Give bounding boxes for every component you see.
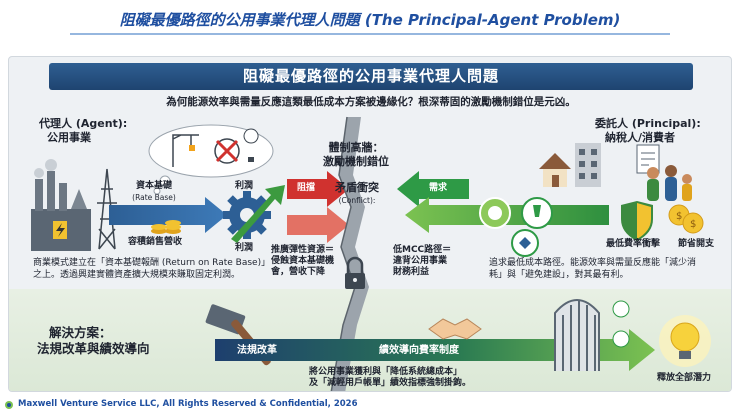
family-icon [647,165,692,201]
page-title: 阻礙最優路徑的公用事業代理人問題 (The Principal-Agent Pr… [119,11,621,29]
padlock-icon [345,256,365,289]
profit-top-label: 利潤 [235,181,254,191]
demand-response-icons [479,197,553,257]
svg-text:$: $ [690,219,696,230]
conflict-right-line2: 違背公用事業 [393,256,448,266]
demand-arrow-label: 需求 [429,183,448,193]
solution-note-line1: 將公用事業獲利與「降低系統總成本」 [309,367,463,377]
profit-bottom-label: 利潤 [235,243,254,253]
house-icon [539,153,571,187]
block-arrow-lower [287,207,349,243]
savings-coins-icon: $ $ [668,204,704,234]
solution-note-line2: 及「減輕用戶帳單」績效指標強制掛鉤。 [309,378,472,388]
conflict-left-line1: 推廣彈性資源＝ [271,245,335,255]
power-plant-icon [31,159,91,251]
demand-arrow [397,171,469,207]
handshake-icon [428,318,482,340]
conflict-right-line1: 低MCC路徑＝ [393,245,452,255]
principal-subtitle: 納稅人/消費者 [605,131,676,144]
rate-base-en-label: (Rate Base) [132,193,176,202]
crane-icon [172,134,199,167]
conflict-left-line2: 侵蝕資本基礎機 [271,256,335,266]
smart-home-icon [612,330,630,348]
principal-title: 委託人 (Principal): [595,117,701,130]
savings-label: 節省開支 [677,239,714,249]
wall-label-line1: 體制高牆： [328,141,384,154]
infographic-artwork: $ $ [9,116,731,391]
conflict-en-label: (Conflict): [338,196,376,205]
apartment-icon [575,143,601,187]
footer-copyright: Maxwell Venture Service LLC, All Rights … [18,399,358,409]
infographic-banner: 阻礙最優路徑的公用事業代理人問題 [49,63,693,90]
principal-note-line2: 耗」與「避免建設」，對其最有利。 [489,270,629,280]
sales-revenue-label: 容積銷售營收 [127,237,182,247]
conflict-left-line3: 會，營收下降 [271,267,326,277]
company-logo-icon [5,401,13,409]
block-arrow [287,171,349,207]
agent-note-line1: 商業模式建立在「資本基礎報酬 (Return on Rate Base)」 [33,258,271,268]
agent-subtitle: 公用事業 [47,131,91,144]
cross-icon [215,139,239,163]
title-divider [70,33,670,35]
lowest-rate-label: 最低費率衝擊 [605,239,660,249]
solution-title-line2: 法規改革與績效導向 [37,341,150,356]
rate-base-label: 資本基礎 [135,181,172,191]
agent-note-line2: 之上。透過興建實體資產擴大規模來賺取固定利潤。 [33,270,241,280]
meter-dial-icon [488,206,502,220]
rising-profit-arrow [231,185,285,243]
shield-icon [621,201,653,241]
release-potential-label: 釋放全部潛力 [656,373,711,383]
coin-stack-icon [151,220,181,234]
expansion-thought-cloud [148,124,274,195]
block-arrow-label: 阻擋 [297,183,316,193]
conflict-right-line3: 財務利益 [393,267,430,277]
wall-label-line2: 激勵機制錯位 [323,155,389,168]
lightbulb-icon [243,128,259,144]
infographic-card: $ $ [8,56,732,392]
performance-based-rate-label: 績效導向費率制度 [379,345,459,356]
efficient-bulb-icon [533,205,541,217]
open-gate-icon [554,299,600,371]
solution-title-line1: 解決方案： [49,325,112,340]
efficiency-bulb-icon [612,300,630,318]
bill-document-icon [636,144,660,174]
principal-note-line1: 追求最低成本路徑。能源效率與需量反應能「減少消 [489,258,697,268]
gear-icon [223,191,271,239]
regulatory-reform-label: 法規改革 [237,345,277,356]
solution-arrow [215,329,655,371]
conflict-label: 矛盾衝突 [335,181,379,194]
infographic-subtitle: 為何能源效率與需量反應這類最低成本方案被邊緣化？根深蒂固的激勵機制錯位是元凶。 [166,96,576,108]
conflict-crack [331,117,369,391]
agent-flow-arrow [109,197,227,233]
thermostat-icon [519,237,531,249]
agent-title: 代理人 (Agent): [39,117,128,130]
svg-text:$: $ [676,211,682,222]
lightbulb-full-potential-icon [659,315,711,367]
